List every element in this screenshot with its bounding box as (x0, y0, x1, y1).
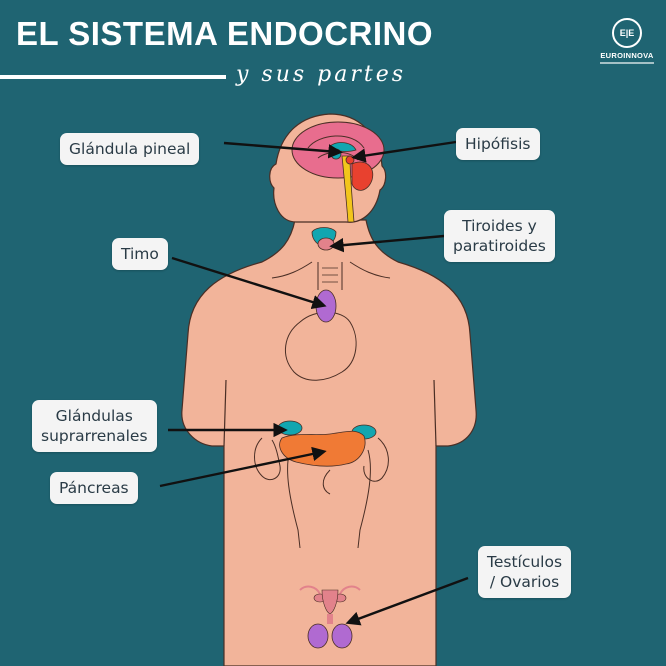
brain-stem (341, 155, 355, 223)
label-thymus: Timo (112, 238, 168, 270)
pancreas (279, 430, 366, 467)
page-title: EL SISTEMA ENDOCRINO (16, 15, 434, 52)
thymus-gland (315, 289, 337, 323)
label-adrenal-glands: Glándulas suprarrenales (32, 400, 157, 452)
pancreas-arrow (159, 446, 327, 488)
parathyroid-gland (317, 237, 335, 251)
logo-name: EUROINNOVA (600, 51, 654, 60)
pituitary-arrow (351, 140, 457, 163)
thyroid-arrow (329, 234, 445, 253)
label-pancreas: Páncreas (50, 472, 138, 504)
logo-seal-icon: E|E (612, 18, 642, 48)
gonads-arrow (345, 576, 469, 626)
reproductive-organs (299, 585, 361, 624)
pineal-arrow (223, 141, 343, 159)
title-underline (0, 75, 226, 79)
heart-outline (285, 311, 357, 381)
label-testicles-ovaries: Testículos / Ovarios (478, 546, 572, 598)
logo-tagline-bar (600, 62, 654, 64)
label-pituitary: Hipófisis (456, 128, 540, 160)
thymus-arrow (171, 256, 327, 310)
gonad-right (331, 623, 353, 649)
label-thyroid-parathyroid: Tiroides y paratiroides (444, 210, 555, 262)
adrenal-gland-left (277, 420, 303, 436)
label-pineal-gland: Glándula pineal (60, 133, 200, 165)
page-subtitle: y sus partes (236, 62, 407, 87)
gonad-left (307, 623, 329, 649)
euroinnova-logo: E|E EUROINNOVA (596, 18, 658, 64)
